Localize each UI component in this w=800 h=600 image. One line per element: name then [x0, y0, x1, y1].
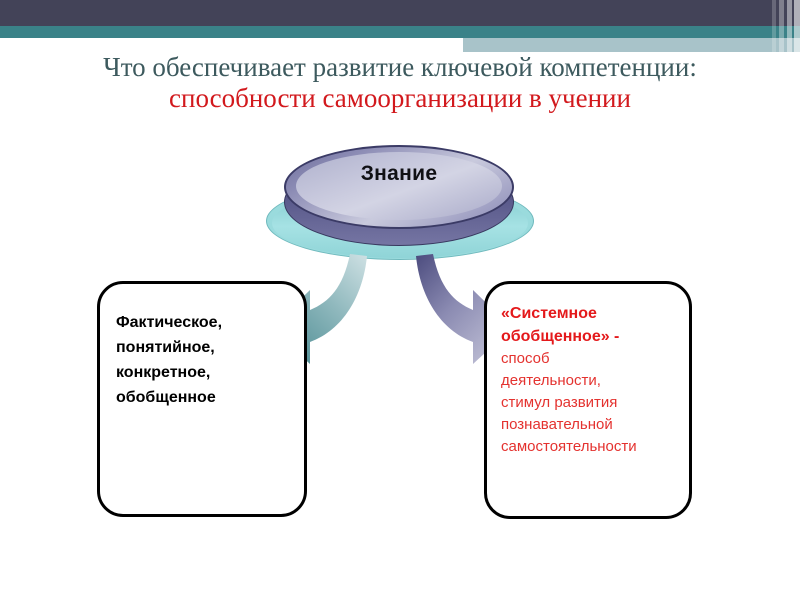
banner-teal-band: [0, 26, 800, 38]
disc-label: Знание: [360, 162, 438, 185]
right-box-line: стимул развития: [501, 394, 618, 411]
slide-title: Что обеспечивает развитие ключевой компе…: [40, 52, 760, 114]
banner-lightblue-band: [463, 38, 800, 52]
title-line-3-red: учении: [548, 83, 631, 113]
disc-inner-highlight: [296, 152, 502, 220]
banner-navy-band: [0, 0, 800, 26]
left-box-line: Фактическое,: [116, 314, 223, 331]
knowledge-disc: Знание: [262, 140, 536, 265]
banner-stripe-3: [787, 0, 792, 52]
left-box-line: понятийное,: [116, 339, 215, 356]
title-line-2-dark: компетенции:: [539, 52, 697, 82]
right-box-line: способ: [501, 350, 550, 367]
left-content-box: Фактическое, понятийное, конкретное, обо…: [97, 281, 307, 517]
right-box-heading: «Системное обобщенное» -: [501, 305, 620, 345]
right-box-line: деятельности,: [501, 372, 601, 389]
banner-stripe-1: [772, 0, 776, 52]
right-box-text: «Системное обобщенное» - способ деятельн…: [501, 302, 679, 458]
right-content-box: «Системное обобщенное» - способ деятельн…: [484, 281, 692, 519]
title-line-2-red: способности самоорганизации в: [169, 83, 542, 113]
banner-stripe-2: [779, 0, 784, 52]
left-box-text: Фактическое, понятийное, конкретное, обо…: [116, 310, 294, 410]
banner-stripe-4: [794, 0, 800, 52]
left-box-line: конкретное,: [116, 364, 211, 381]
right-box-line: познавательной: [501, 416, 613, 433]
slide-header-banner: [0, 0, 800, 52]
title-line-1: Что обеспечивает развитие ключевой: [103, 52, 533, 82]
left-box-line: обобщенное: [116, 389, 216, 406]
right-box-line: самостоятельности: [501, 438, 637, 455]
